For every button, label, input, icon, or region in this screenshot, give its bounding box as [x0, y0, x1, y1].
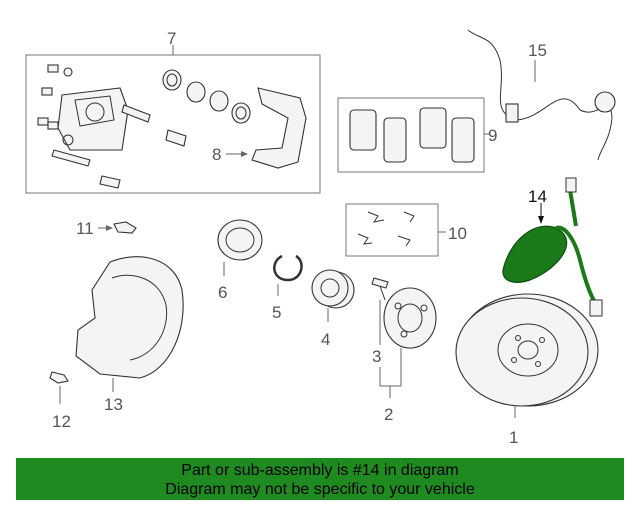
callout-10: 10: [448, 224, 467, 243]
dust-shield: 13: [75, 256, 184, 414]
brake-assembly-diagram: 7: [25, 29, 616, 447]
callout-14: 14: [528, 187, 547, 206]
callout-6: 6: [218, 283, 227, 302]
seal-6: 6: [217, 219, 263, 302]
abs-sensor-wire: 15: [467, 29, 616, 161]
caliper-kit-group: 7: [25, 29, 321, 194]
callout-12: 12: [52, 412, 71, 431]
caliper-body: [57, 87, 129, 151]
bearing-4: 4: [311, 269, 355, 349]
callout-13: 13: [104, 395, 123, 414]
callout-4: 4: [321, 330, 330, 349]
hardware-kit-box: [345, 203, 439, 257]
callout-1: 1: [509, 428, 518, 447]
caliper-bracket: [251, 87, 307, 169]
info-banner: Part or sub-assembly is #14 in diagram D…: [16, 458, 624, 500]
hardware-kit-group: 10: [345, 203, 467, 257]
callout-3: 3: [372, 347, 381, 366]
caliper-bolts: [37, 64, 151, 189]
brake-pad-group: 9: [337, 97, 497, 173]
callout-5: 5: [272, 303, 281, 322]
callout-2: 2: [384, 405, 393, 424]
banner-line-1: Part or sub-assembly is #14 in diagram: [181, 462, 459, 479]
callout-11: 11: [76, 219, 94, 238]
piston-seals: [162, 69, 251, 147]
callout-7: 7: [167, 29, 176, 48]
callout-15: 15: [528, 41, 547, 60]
bolt-12: 12: [49, 371, 71, 431]
clip-11: 11: [76, 219, 137, 238]
brake-rotor: 1: [455, 293, 599, 447]
callout-8: 8: [212, 145, 221, 164]
callout-9: 9: [488, 126, 497, 145]
hub-assembly: 3 2: [371, 277, 437, 424]
brake-pad-box: [337, 97, 485, 173]
snap-ring-5: 5: [272, 254, 303, 322]
caliper-kit-box: [25, 54, 321, 194]
banner-line-2: Diagram may not be specific to your vehi…: [165, 481, 475, 498]
brake-hose: 14: [502, 177, 603, 317]
